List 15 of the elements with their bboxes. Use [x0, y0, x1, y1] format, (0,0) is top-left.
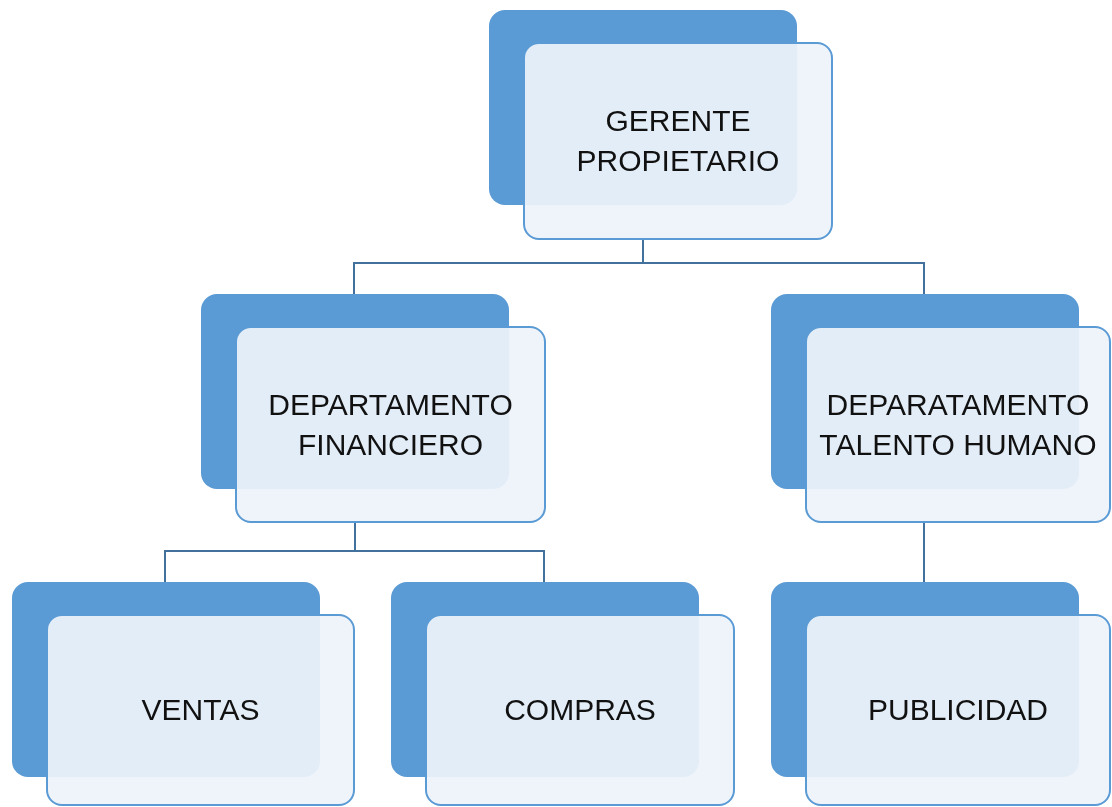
box-label: DEPARATAMENTO TALENTO HUMANO [818, 386, 1098, 463]
box-label: COMPRAS [504, 692, 656, 728]
connector-line [354, 522, 545, 583]
box-label: PUBLICIDAD [867, 692, 1048, 728]
box-label: GERENTE PROPIETARIO [575, 103, 781, 179]
org-chart-box [391, 582, 735, 806]
org-chart-box [12, 582, 355, 806]
connector-line [923, 522, 925, 583]
box-label: VENTAS [141, 692, 260, 728]
org-chart-box [771, 294, 1111, 523]
org-chart-box [771, 582, 1111, 806]
org-chart-box [201, 294, 546, 523]
box-label: DEPARTAMENTO FINANCIERO [267, 386, 514, 463]
org-chart-box [489, 10, 833, 240]
connector-line [642, 239, 925, 295]
